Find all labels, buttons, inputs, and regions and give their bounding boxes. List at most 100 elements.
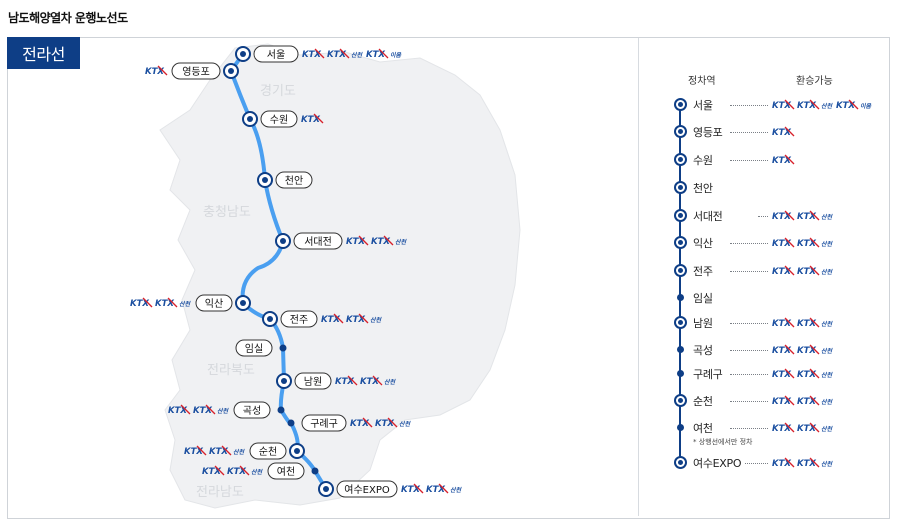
legend-station-8-badge-1: KTX 산천 <box>797 317 834 329</box>
map-station-4-label-box <box>293 232 343 250</box>
map-station-12-badge-0-ktx: KTX <box>202 467 221 477</box>
legend-station-0-name[interactable]: 서울 <box>693 99 713 112</box>
map-station-6-badge-1-sancheon: 산천 <box>370 316 383 324</box>
legend-station-1-transfer-badges: KTX <box>772 126 795 138</box>
legend-station-3-name[interactable]: 천안 <box>693 182 713 195</box>
map-station-2-badge-0-ktx: KTX <box>301 115 320 125</box>
legend-station-2-transfer-badges: KTX <box>772 154 795 166</box>
map-station-4-name: 서대전 <box>304 236 332 248</box>
legend-station-11-badge-1-ktx: KTX <box>797 397 816 407</box>
legend-station-8-badge-1-ktx: KTX <box>797 319 816 329</box>
legend-station-0-marker <box>673 97 687 111</box>
legend-station-8-name[interactable]: 남원 <box>693 317 713 330</box>
legend-divider <box>638 38 639 516</box>
map-station-12-badge-0: KTX <box>202 465 225 477</box>
region-label-chungnam: 충청남도 <box>203 205 251 220</box>
legend-station-7-marker <box>676 293 684 301</box>
map-station-6-badge-0-ktx: KTX <box>321 315 340 325</box>
legend-station-9-name[interactable]: 곡성 <box>693 344 713 357</box>
legend-station-6-name[interactable]: 전주 <box>693 265 713 278</box>
map-station-0-badge-1-ktx: KTX <box>327 50 346 60</box>
legend-station-13-badge-1-ktx: KTX <box>797 459 816 469</box>
map-station-12-badge-1-sancheon: 산천 <box>251 468 264 476</box>
legend-station-4-leader <box>758 216 768 217</box>
map-station-12-label-box <box>267 462 305 480</box>
legend-station-9-badge-1-sancheon: 산천 <box>821 347 834 355</box>
legend-station-6-badge-1-sancheon: 산천 <box>821 268 834 276</box>
legend-station-10-badge-0: KTX <box>772 368 795 380</box>
map-station-11-label-box <box>249 442 287 460</box>
legend-station-5-badge-0-ktx: KTX <box>772 239 791 249</box>
legend-station-1-name[interactable]: 영등포 <box>693 126 723 139</box>
legend-station-1-marker <box>673 124 687 138</box>
map-station-11-badge-0-ktx: KTX <box>184 447 203 457</box>
legend-station-10-badge-1-sancheon: 산천 <box>821 371 834 379</box>
map-station-9-badge-1-ktx: KTX <box>193 406 212 416</box>
legend-station-2-name[interactable]: 수원 <box>693 154 713 167</box>
legend-station-6-marker <box>673 263 687 277</box>
legend-station-4-badge-0-ktx: KTX <box>772 212 791 222</box>
map-station-5-badge-1-sancheon: 산천 <box>179 300 192 308</box>
map-station-3[interactable]: 천안 <box>257 171 313 189</box>
map-station-13-badge-0-ktx: KTX <box>401 485 420 495</box>
legend-station-13-name[interactable]: 여수EXPO <box>693 457 742 470</box>
legend-station-11-marker <box>673 393 687 407</box>
legend-station-12-name[interactable]: 여천 <box>693 422 713 435</box>
map-station-2-name: 수원 <box>270 114 288 126</box>
legend-station-5-badge-1-sancheon: 산천 <box>821 240 834 248</box>
legend-station-9-badge-1-ktx: KTX <box>797 346 816 356</box>
map-station-10-badge-1-sancheon: 산천 <box>399 420 412 428</box>
legend-station-11-badge-1: KTX 산천 <box>797 395 834 407</box>
legend-station-8-badge-1-sancheon: 산천 <box>821 320 834 328</box>
map-station-10-marker <box>287 419 295 427</box>
map-station-0-badge-0-ktx: KTX <box>302 50 321 60</box>
map-station-7[interactable]: 임실 <box>235 339 287 357</box>
map-station-9-badge-0: KTX <box>168 404 191 416</box>
legend-station-11-badge-1-sancheon: 산천 <box>821 398 834 406</box>
map-station-2[interactable]: 수원 KTX <box>242 110 324 128</box>
map-station-2-badge-0: KTX <box>301 113 324 125</box>
map-station-4-badge-1-ktx: KTX <box>371 237 390 247</box>
map-station-12-badge-1-ktx: KTX <box>227 467 246 477</box>
map-station-3-name: 천안 <box>285 175 303 187</box>
legend-station-10-name[interactable]: 구례구 <box>693 368 723 381</box>
legend-station-13-marker <box>673 455 687 469</box>
legend-station-0-badge-0-ktx: KTX <box>772 101 791 111</box>
legend-station-5-name[interactable]: 익산 <box>693 237 713 250</box>
map-station-10-label-box <box>301 414 347 432</box>
legend-station-0-badge-1-sancheon: 산천 <box>821 102 834 110</box>
legend-station-4-name[interactable]: 서대전 <box>693 210 723 223</box>
legend-station-13-badge-1: KTX 산천 <box>797 457 834 469</box>
map-station-8-badge-1-sancheon: 산천 <box>384 378 397 386</box>
legend-station-12-badge-1-sancheon: 산천 <box>821 425 834 433</box>
map-station-11-name: 순천 <box>259 446 277 458</box>
legend-station-11-name[interactable]: 순천 <box>693 395 713 408</box>
legend-station-4-badge-1-ktx: KTX <box>797 212 816 222</box>
legend-station-5-badge-1-ktx: KTX <box>797 239 816 249</box>
region-label-gyeonggi: 경기도 <box>260 84 296 99</box>
legend-station-3-marker <box>673 180 687 194</box>
legend-station-2-marker <box>673 152 687 166</box>
legend-station-13-badge-1-sancheon: 산천 <box>821 460 834 468</box>
legend-station-12-badge-0: KTX <box>772 422 795 434</box>
map-station-7-marker <box>279 344 287 352</box>
legend-note: * 상행선에서만 정차 <box>693 438 753 446</box>
legend-station-7-name[interactable]: 임실 <box>693 292 713 305</box>
